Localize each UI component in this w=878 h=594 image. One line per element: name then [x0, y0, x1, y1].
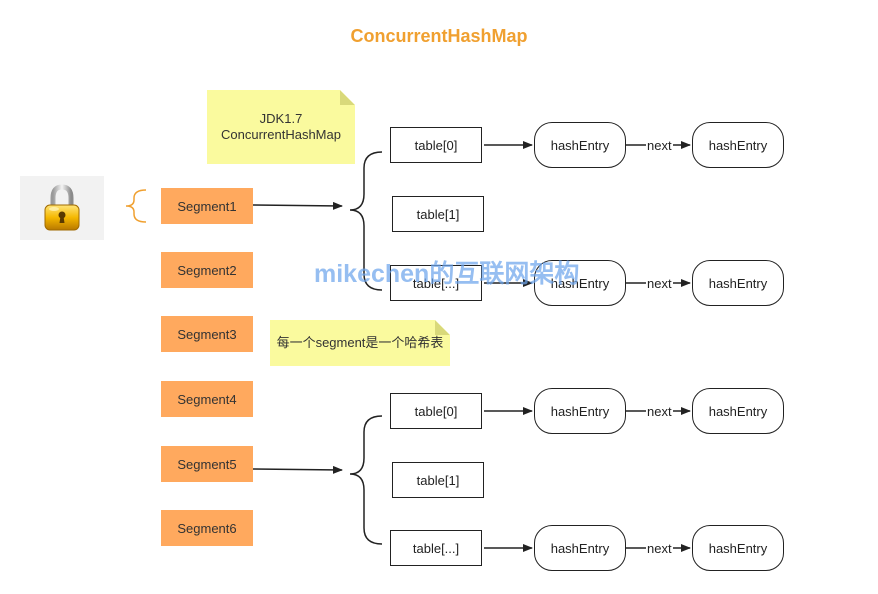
segment-1: Segment1 — [161, 188, 253, 224]
bottom-entry-na: hashEntry — [534, 525, 626, 571]
segment-5: Segment5 — [161, 446, 253, 482]
top-next-label-0: next — [646, 138, 673, 153]
top-table-n: table[...] — [390, 265, 482, 301]
bottom-entry-0a: hashEntry — [534, 388, 626, 434]
segment-note: 每一个segment是一个哈希表 — [270, 320, 450, 366]
segment5-arrow — [251, 465, 343, 474]
version-note-text: JDK1.7 ConcurrentHashMap — [221, 111, 341, 142]
segment1-arrow — [251, 201, 343, 210]
segment-6: Segment6 — [161, 510, 253, 546]
top-table-1: table[1] — [392, 196, 484, 232]
bottom-entry-nb: hashEntry — [692, 525, 784, 571]
segment-note-text: 每一个segment是一个哈希表 — [276, 335, 444, 350]
bottom-table-n: table[...] — [390, 530, 482, 566]
segment-2: Segment2 — [161, 252, 253, 288]
top-entry-na: hashEntry — [534, 260, 626, 306]
bottom-entry-0b: hashEntry — [692, 388, 784, 434]
segment-brace — [125, 189, 147, 223]
top-entry-0a: hashEntry — [534, 122, 626, 168]
segment-3: Segment3 — [161, 316, 253, 352]
bottom-next-label-n: next — [646, 541, 673, 556]
top-entry-0b: hashEntry — [692, 122, 784, 168]
diagram-title: ConcurrentHashMap — [350, 26, 528, 46]
top-next-label-n: next — [646, 276, 673, 291]
version-note: JDK1.7 ConcurrentHashMap — [207, 90, 355, 164]
bottom-group-brace — [349, 415, 383, 545]
top-group-brace — [349, 151, 383, 291]
padlock-icon-frame — [20, 176, 104, 240]
top-entry-nb: hashEntry — [692, 260, 784, 306]
bottom-next-label-0: next — [646, 404, 673, 419]
watermark-text: mikechen的互联网架构 — [314, 260, 580, 288]
padlock-icon — [44, 184, 80, 231]
bottom-table-1: table[1] — [392, 462, 484, 498]
top-table-0: table[0] — [390, 127, 482, 163]
bottom-table-0: table[0] — [390, 393, 482, 429]
segment-4: Segment4 — [161, 381, 253, 417]
